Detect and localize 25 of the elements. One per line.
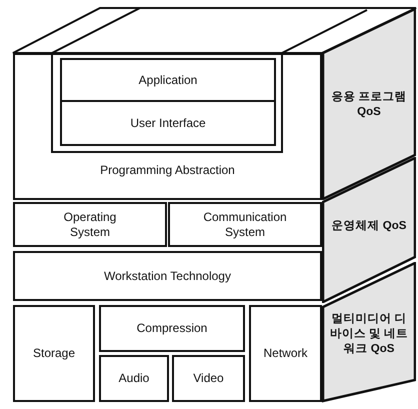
layer-box xyxy=(13,305,95,402)
layer-box xyxy=(249,305,322,402)
layer-label: Communication System xyxy=(202,210,288,240)
qos-label: 멀티미디어 디바이스 및 네트워크 QoS xyxy=(328,312,410,357)
layer-label: Network xyxy=(263,346,308,361)
layer-label: Storage xyxy=(32,346,76,361)
layer-label: Compression xyxy=(136,321,208,336)
layer-box xyxy=(13,251,322,301)
qos-label: 운영체제 QoS xyxy=(330,219,408,234)
layer-label: Operating System xyxy=(62,210,118,240)
layer-box xyxy=(60,58,276,102)
layer-box xyxy=(168,202,322,247)
layer-box xyxy=(172,355,245,402)
layer-box xyxy=(99,355,169,402)
layer-box xyxy=(13,53,322,200)
qos-label: 응용 프로그램 QoS xyxy=(330,90,408,120)
layer-box xyxy=(99,305,245,352)
layer-box xyxy=(13,202,167,247)
layer-label: Video xyxy=(193,371,224,386)
layer-label: Audio xyxy=(118,371,150,386)
layer-label: Workstation Technology xyxy=(104,268,231,284)
layer-box xyxy=(60,100,276,146)
layer-label: Application xyxy=(138,72,198,88)
layer-label: User Interface xyxy=(130,116,206,130)
layer-label: Programming Abstraction xyxy=(99,163,236,178)
